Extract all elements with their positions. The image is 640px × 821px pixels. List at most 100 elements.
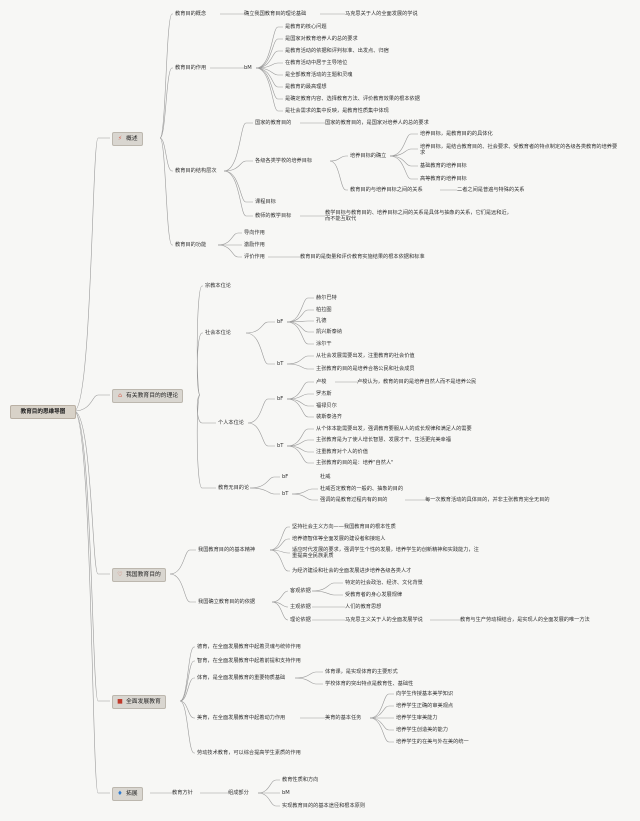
- node-n87[interactable]: 培养学生创造美的能力: [396, 727, 448, 733]
- node-n69[interactable]: 客观依据: [290, 588, 311, 594]
- node-n13[interactable]: 是社会需求的集中反映，是教育性质集中体现: [285, 108, 389, 114]
- node-n35[interactable]: bF: [277, 319, 284, 325]
- node-n62[interactable]: 每一次教育活动的具体目的，并非主张教育完全无目的: [425, 497, 550, 503]
- node-n66[interactable]: 适应时代发展的要求，强调学生个性的发展，培养学生的创新精神和实践能力，注重提高全…: [292, 547, 479, 559]
- node-n53[interactable]: 主张教育是为了使人增长智慧、发展才干、生活更完美幸福: [316, 437, 451, 443]
- node-n5[interactable]: bM: [244, 65, 252, 71]
- node-n85[interactable]: 培养学生正确的审美观点: [396, 703, 454, 709]
- root-node[interactable]: 教育目的思维导图: [10, 405, 76, 419]
- node-n68[interactable]: 我国确立教育目的的依据: [198, 599, 256, 605]
- node-n70[interactable]: 特定的社会政治、经济、文化背景: [345, 580, 423, 586]
- node-n28[interactable]: 教育目的功能: [175, 242, 207, 248]
- node-n81[interactable]: 学校体育的突出特点是教育性、基础性: [325, 681, 414, 687]
- node-n64[interactable]: 坚持社会主义方向——我国教育目的根本性质: [292, 524, 396, 530]
- node-n80[interactable]: 体育课，是实现体育的主要形式: [325, 669, 398, 675]
- node-n52[interactable]: 从个体本能需要出发，强调教育要服从人的成长规律和满足人的需要: [316, 426, 472, 432]
- node-n79[interactable]: 体育，是全面发展教育的重要物质基础: [197, 675, 286, 681]
- node-n3[interactable]: 马克思关于人的全面发展的学说: [345, 11, 418, 17]
- branch-extension[interactable]: ♦拓展: [112, 787, 143, 801]
- node-n33[interactable]: 宗教本位论: [205, 283, 231, 289]
- node-n37[interactable]: 柏拉图: [316, 307, 332, 313]
- node-n14[interactable]: 教育目的结构层次: [175, 168, 217, 174]
- node-n75[interactable]: 马克思主义关于人的全面发展学说: [345, 617, 423, 623]
- node-n23[interactable]: 教育目的与培养目标之间的关系: [350, 187, 423, 193]
- node-n6[interactable]: 是教育的核心问题: [285, 24, 327, 30]
- node-n47[interactable]: 卢梭认为，教育的目的是培养自然人而不是培养公民: [357, 379, 477, 385]
- branch-china-aims[interactable]: ♡我国教育目的: [112, 568, 166, 582]
- node-n45[interactable]: bF: [277, 396, 284, 402]
- node-n84[interactable]: 向学生传授基本美学知识: [396, 691, 454, 697]
- node-n29[interactable]: 导向作用: [244, 230, 265, 236]
- node-n46[interactable]: 卢梭: [316, 379, 327, 385]
- node-n9[interactable]: 在教育活动中居于主导地位: [285, 60, 348, 66]
- node-n40[interactable]: 涂尔干: [316, 341, 332, 347]
- node-n32[interactable]: 教育目的是衡量和评价教育实施结果的根本依据和标准: [300, 254, 425, 260]
- node-n63[interactable]: 我国教育目的的基本精神: [198, 547, 256, 553]
- node-n93[interactable]: bM: [282, 790, 290, 796]
- node-n43[interactable]: 主张教育的目的是培养合格公民和社会成员: [316, 366, 415, 372]
- node-n26[interactable]: 教师的教学目标: [255, 213, 292, 219]
- node-n7[interactable]: 是国家对教育培养人的总的要求: [285, 36, 358, 42]
- node-n38[interactable]: 孔德: [316, 318, 327, 324]
- node-n31[interactable]: 评价作用: [244, 254, 265, 260]
- node-n77[interactable]: 德育，在全面发展教育中起着灵魂与统帅作用: [197, 644, 301, 650]
- node-n67[interactable]: 为经济建设和社会的全面发展进步培养各级各类人才: [292, 568, 412, 574]
- node-n15[interactable]: 国家的教育目的: [255, 120, 292, 126]
- node-n24[interactable]: 二者之间是普遍与特殊的关系: [457, 187, 525, 193]
- node-n83[interactable]: 美育的基本任务: [325, 715, 362, 721]
- node-n90[interactable]: 教育方针: [172, 790, 193, 796]
- node-n54[interactable]: 注重教育对个人的价值: [316, 449, 368, 455]
- node-n56[interactable]: 教育无目的论: [218, 485, 250, 491]
- node-n49[interactable]: 福禄贝尔: [316, 403, 337, 409]
- node-n27[interactable]: 教学目标与教育目的、培养目标之间的关系是具体与抽象的关系，它们是远和近，而不能互…: [325, 210, 512, 222]
- node-n60[interactable]: 杜威否定教育的一般的、抽象的目的: [320, 486, 404, 492]
- node-n34[interactable]: 社会本位论: [205, 330, 231, 336]
- node-n2[interactable]: 确立我国教育目的理论基础: [244, 11, 307, 17]
- node-n16[interactable]: 国家的教育目的，是国家对培养人的总的要求: [325, 120, 429, 126]
- node-n72[interactable]: 主观依据: [290, 604, 311, 610]
- node-n78[interactable]: 智育，在全面发展教育中起着前提和支持作用: [197, 658, 301, 664]
- node-n51[interactable]: bT: [277, 443, 284, 449]
- node-n25[interactable]: 课程目标: [255, 199, 276, 205]
- node-n71[interactable]: 受教育者的身心发展规律: [345, 592, 403, 598]
- node-n86[interactable]: 培养学生审美能力: [396, 715, 438, 721]
- node-n88[interactable]: 培养学生的在美与外在美的统一: [396, 739, 469, 745]
- node-n20[interactable]: 培养目标，是结合教育目的、社会要求、受教育者的特点制定的各级各类教育的培养要求: [420, 144, 618, 156]
- node-n11[interactable]: 是教育的最高理想: [285, 84, 327, 90]
- node-n18[interactable]: 培养目标的确立: [350, 153, 387, 159]
- node-n61[interactable]: 强调的是教育过程内有的目的: [320, 497, 388, 503]
- node-n39[interactable]: 凯兴斯泰纳: [316, 329, 342, 335]
- node-n17[interactable]: 各级各类学校的培养目标: [255, 158, 313, 164]
- node-n58[interactable]: 杜威: [320, 474, 331, 480]
- node-n76[interactable]: 教育与生产劳动相结合，是实现人的全面发展的唯一方法: [460, 617, 590, 623]
- node-n91[interactable]: 组成部分: [228, 790, 249, 796]
- node-n50[interactable]: 裴斯泰洛齐: [316, 414, 342, 420]
- node-n44[interactable]: 个人本位论: [218, 420, 244, 426]
- node-n1[interactable]: 教育目的概念: [175, 11, 207, 17]
- node-n59[interactable]: bT: [282, 491, 289, 497]
- node-n55[interactable]: 主张教育的目的是：培养"自然人": [316, 460, 394, 466]
- node-n22[interactable]: 高等教育的培养目标: [420, 176, 467, 182]
- node-n82[interactable]: 美育，在全面发展教育中起着动力作用: [197, 715, 286, 721]
- node-n8[interactable]: 是教育活动的依据和评判标准、出发点、归宿: [285, 48, 389, 54]
- branch-overview[interactable]: ⚡概述: [112, 132, 143, 146]
- branch-theories[interactable]: ⌂有关教育目的的理论: [112, 389, 184, 403]
- node-n12[interactable]: 是确定教育内容、选择教育方法、评价教育效果的根本依据: [285, 96, 420, 102]
- node-n4[interactable]: 教育目的作用: [175, 65, 207, 71]
- branch-all-round[interactable]: ■全面发展教育: [112, 695, 166, 709]
- node-n42[interactable]: 从社会发展需要出发，注重教育的社会价值: [316, 353, 415, 359]
- node-n73[interactable]: 人们的教育思想: [345, 604, 382, 610]
- node-n89[interactable]: 劳动技术教育，可以综合提高学生素质的作用: [197, 750, 301, 756]
- node-n65[interactable]: 培养德智体等全面发展的建设者和接班人: [292, 536, 386, 542]
- node-n36[interactable]: 赫尔巴特: [316, 295, 337, 301]
- node-n19[interactable]: 培养目标，是教育目的的具体化: [420, 131, 493, 137]
- node-n30[interactable]: 激励作用: [244, 242, 265, 248]
- node-n92[interactable]: 教育性质和方向: [282, 777, 319, 783]
- node-n48[interactable]: 罗杰斯: [316, 391, 332, 397]
- node-n10[interactable]: 是全部教育活动的主题和灵魂: [285, 72, 353, 78]
- node-n41[interactable]: bT: [277, 361, 284, 367]
- node-n57[interactable]: bF: [282, 474, 289, 480]
- node-n21[interactable]: 基础教育的培养目标: [420, 163, 467, 169]
- node-n74[interactable]: 理论依据: [290, 617, 311, 623]
- node-n94[interactable]: 实现教育目的的基本途径和根本原则: [282, 803, 366, 809]
